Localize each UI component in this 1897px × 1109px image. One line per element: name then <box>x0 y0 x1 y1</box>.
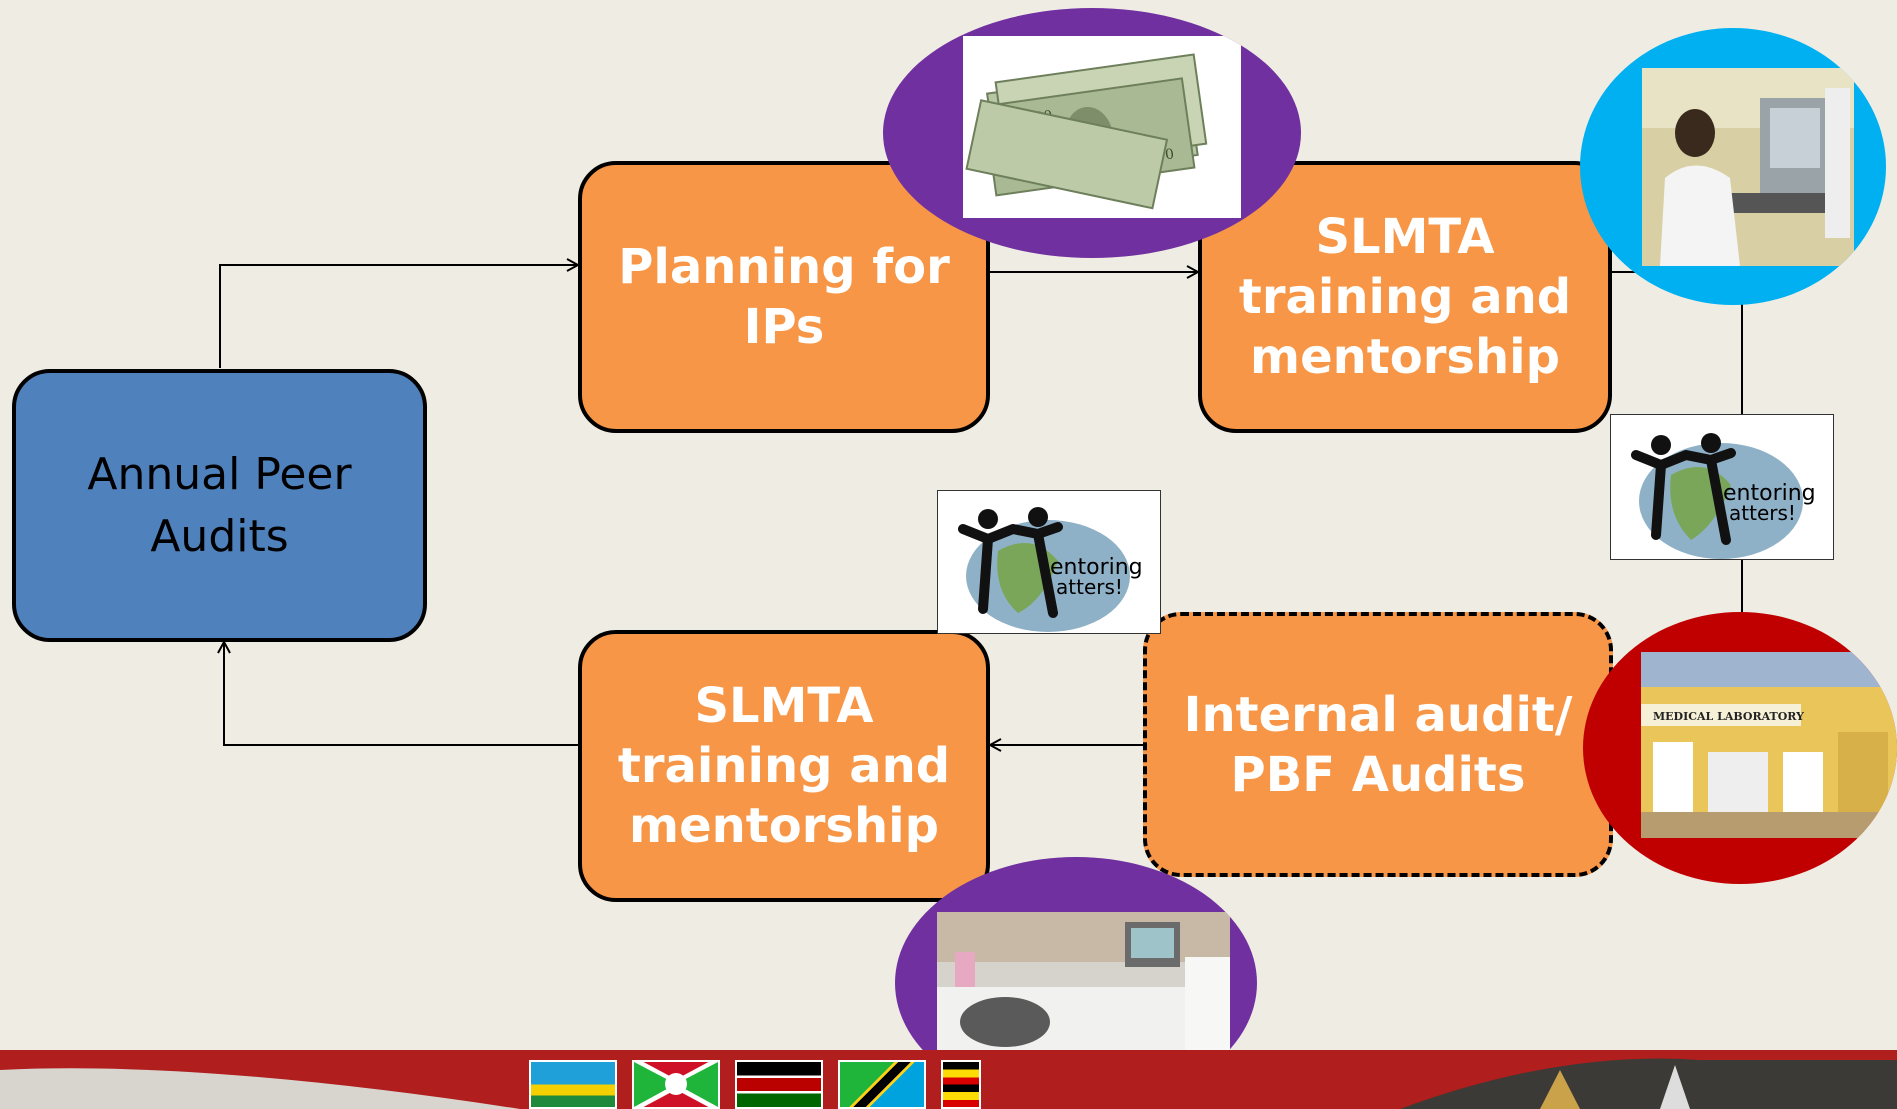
internal-audit-box: Internal audit/ PBF Audits <box>1143 612 1613 877</box>
internal-audit-line2: PBF Audits <box>1230 746 1526 803</box>
technician-circle <box>1580 28 1886 305</box>
slmta-top-box: SLMTA training and mentorship <box>1198 161 1612 433</box>
building-sign-text: MEDICAL LABORATORY <box>1653 710 1804 723</box>
money-oval: 100 100 <box>883 8 1301 258</box>
planning-ips-line1: Planning for <box>618 239 950 295</box>
internal-audit-line1: Internal audit/ <box>1183 686 1573 743</box>
mentoring-logo-left-line2: atters! <box>1056 575 1123 599</box>
mentoring-logo-right-line2: atters! <box>1729 501 1796 525</box>
planning-ips-box: Planning for IPs <box>578 161 990 433</box>
slmta-bottom-box: SLMTA training and mentorship <box>578 630 990 902</box>
mentoring-logo-right-art: entoring atters! <box>1631 433 1816 559</box>
slmta-top-line3: mentorship <box>1250 329 1560 385</box>
flag-burundi <box>632 1060 720 1109</box>
slmta-bottom-line1: SLMTA <box>694 678 874 734</box>
flag-kenya <box>735 1060 823 1109</box>
flag-rwanda <box>529 1060 617 1109</box>
mentoring-logo-right: entoring atters! <box>1610 414 1834 560</box>
mentoring-logo-left: entoring atters! <box>937 490 1161 634</box>
mentoring-logo-left-art: entoring atters! <box>958 507 1143 632</box>
technician-photo <box>1642 68 1854 266</box>
lab-building-photo: MEDICAL LABORATORY <box>1641 652 1897 838</box>
arrow-audits-to-planning <box>219 265 578 368</box>
annual-peer-audits-box: Annual Peer Audits <box>12 369 427 642</box>
slmta-bottom-line3: mentorship <box>629 798 939 854</box>
planning-ips-line2: IPs <box>743 299 825 355</box>
annual-peer-audits-line2: Audits <box>150 510 289 562</box>
flag-uganda <box>941 1060 981 1109</box>
annual-peer-audits-line1: Annual Peer <box>87 448 352 500</box>
slmta-bottom-line2: training and <box>617 738 951 794</box>
arrow-slmta-to-audits <box>224 642 578 746</box>
mentoring-logo-right-line1: entoring <box>1723 481 1816 506</box>
footer-art <box>0 1058 1897 1109</box>
mentoring-logo-left-line1: entoring <box>1050 555 1143 580</box>
money-photo: 100 100 <box>963 36 1241 218</box>
lab-equipment-photo <box>937 912 1230 1062</box>
lab-building-circle: MEDICAL LABORATORY <box>1583 612 1897 884</box>
slmta-top-line1: SLMTA <box>1315 209 1495 265</box>
slmta-top-line2: training and <box>1238 269 1572 325</box>
flag-tanzania <box>838 1060 926 1109</box>
